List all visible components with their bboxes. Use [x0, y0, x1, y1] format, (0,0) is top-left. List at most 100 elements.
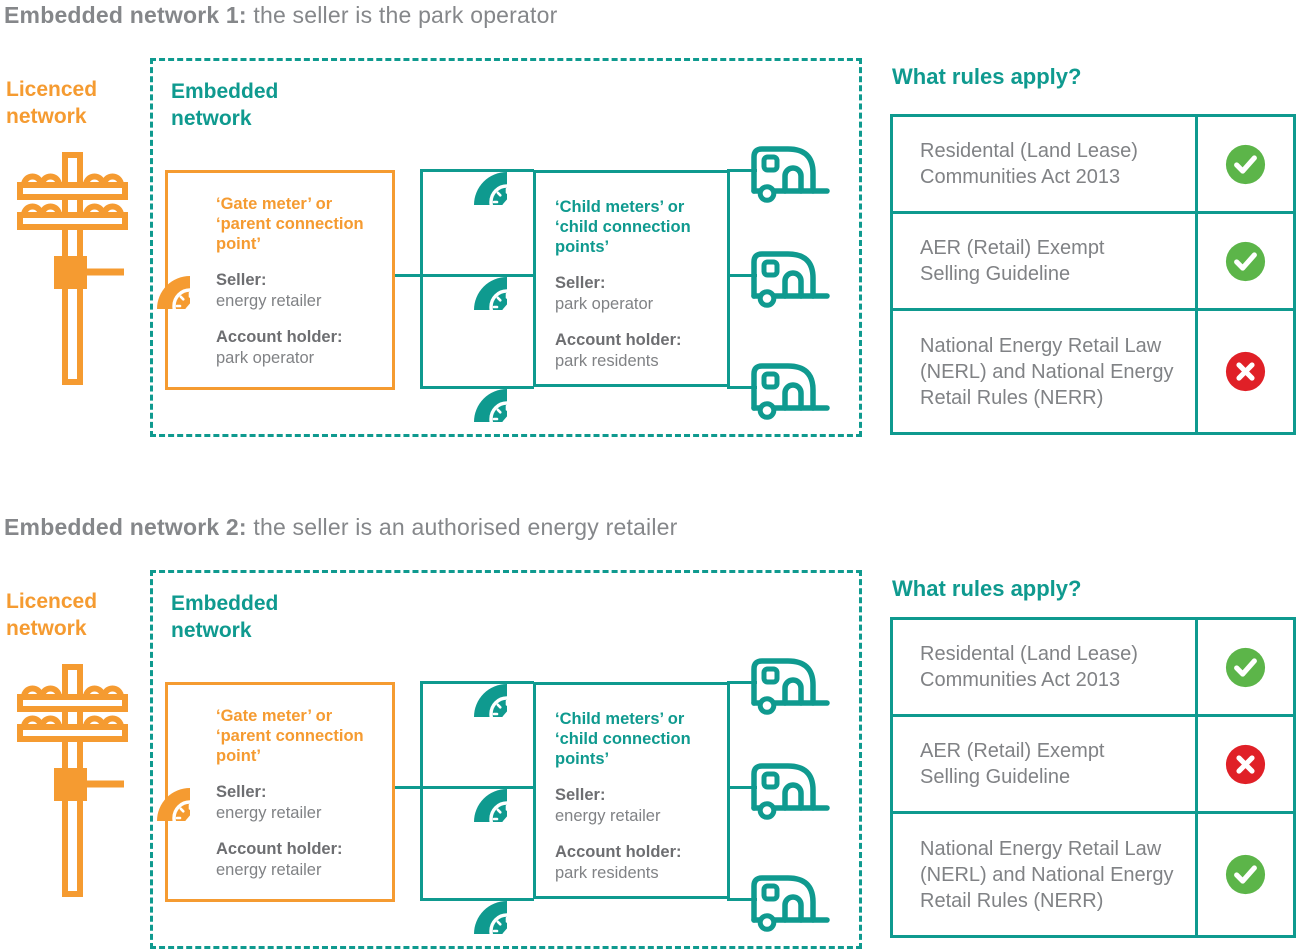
seller-label: Seller: — [555, 786, 606, 804]
gate-meter-icon — [120, 239, 190, 309]
seller-label: Seller: — [216, 783, 267, 801]
child-meters-box: ‘Child meters’ or ‘child connection poin… — [533, 682, 730, 899]
caravan-icon — [747, 142, 831, 204]
rule-text: Residental (Land Lease) Communities Act … — [893, 117, 1198, 211]
branch-line-top — [422, 168, 534, 172]
rule-row: AER (Retail) Exempt Selling Guideline — [893, 714, 1293, 811]
account-holder-value: park residents — [555, 864, 659, 882]
account-holder-label: Account holder: — [216, 328, 343, 346]
seller-value: energy retailer — [216, 292, 322, 310]
diagram-2-title-rest: the seller is an authorised energy retai… — [246, 514, 678, 540]
caravan-icon — [747, 654, 831, 716]
embedded-network-boundary — [150, 570, 862, 949]
account-holder-label: Account holder: — [555, 331, 682, 349]
seller-label: Seller: — [216, 271, 267, 289]
check-cross-icon — [1225, 144, 1266, 184]
diagram-1-title-rest: the seller is the park operator — [246, 2, 558, 28]
seller-pair: Seller: energy retailer — [216, 270, 384, 312]
branch-line-bottom — [422, 385, 534, 389]
embedded-network-1-section: Embedded network 1: the seller is the pa… — [4, 2, 1296, 437]
caravan-stub-top — [727, 680, 757, 684]
rule-row: AER (Retail) Exempt Selling Guideline — [893, 211, 1293, 308]
embedded-network-2-section: Embedded network 2: the seller is an aut… — [0, 512, 1297, 950]
diagram-2-title-bold: Embedded network 2: — [4, 514, 247, 540]
licenced-network-label: Licenced network — [6, 590, 98, 640]
account-holder-pair: Account holder: energy retailer — [216, 839, 384, 881]
diagram-2-title: Embedded network 2: the seller is an aut… — [4, 514, 678, 541]
rule-text: Residental (Land Lease) Communities Act … — [893, 620, 1198, 714]
rule-row: Residental (Land Lease) Communities Act … — [893, 620, 1293, 714]
rule-status-cell — [1198, 117, 1293, 211]
rule-row: Residental (Land Lease) Communities Act … — [893, 117, 1293, 211]
check-cross-icon — [1225, 241, 1266, 281]
check-cross-icon — [1225, 647, 1266, 687]
child-meters-box-title: ‘Child meters’ or ‘child connection poin… — [555, 198, 691, 256]
account-holder-value: energy retailer — [216, 861, 322, 879]
gate-meter-box: ‘Gate meter’ or ‘parent connection point… — [165, 682, 395, 902]
rule-row: National Energy Retail Law (NERL) and Na… — [893, 308, 1293, 432]
rules-heading: What rules apply? — [892, 576, 1082, 601]
branch-line-middle — [422, 785, 534, 789]
account-holder-pair: Account holder: park residents — [555, 842, 721, 884]
caravan-stub-bottom — [727, 897, 757, 901]
child-meters-box-title: ‘Child meters’ or ‘child connection poin… — [555, 710, 691, 768]
branch-line-middle — [422, 273, 534, 277]
rule-row: National Energy Retail Law (NERL) and Na… — [893, 811, 1293, 935]
caravan-icon — [747, 871, 831, 933]
rule-status-cell — [1198, 814, 1293, 935]
rule-text: National Energy Retail Law (NERL) and Na… — [893, 814, 1198, 935]
caravan-icon — [747, 359, 831, 421]
seller-value: energy retailer — [216, 804, 322, 822]
account-holder-label: Account holder: — [216, 840, 343, 858]
power-pole-icon — [12, 664, 137, 899]
account-holder-pair: Account holder: park residents — [555, 330, 721, 372]
account-holder-pair: Account holder: park operator — [216, 327, 384, 369]
caravan-icon — [747, 247, 831, 309]
seller-value: park operator — [555, 295, 654, 313]
seller-pair: Seller: park operator — [555, 273, 721, 315]
diagram-1-title: Embedded network 1: the seller is the pa… — [4, 2, 557, 29]
account-holder-label: Account holder: — [555, 843, 682, 861]
seller-label: Seller: — [555, 274, 606, 292]
check-cross-icon — [1225, 744, 1266, 784]
trunk-line — [420, 680, 423, 901]
gate-meter-box-title: ‘Gate meter’ or ‘parent connection point… — [216, 707, 364, 765]
rule-text: AER (Retail) Exempt Selling Guideline — [893, 214, 1198, 308]
child-meter-icon — [437, 240, 507, 310]
rule-text: National Energy Retail Law (NERL) and Na… — [893, 311, 1198, 432]
trunk-line — [420, 168, 423, 389]
caravan-stub-middle — [727, 273, 757, 277]
embedded-network-label: Embedded network — [171, 592, 279, 642]
check-cross-icon — [1225, 854, 1266, 895]
rules-table: Residental (Land Lease) Communities Act … — [890, 617, 1296, 938]
account-holder-value: park residents — [555, 352, 659, 370]
gate-meter-box-title: ‘Gate meter’ or ‘parent connection point… — [216, 195, 364, 253]
caravan-stub-bottom — [727, 385, 757, 389]
embedded-network-boundary — [150, 58, 862, 437]
gate-to-trunk-line — [395, 273, 423, 277]
rule-status-cell — [1198, 717, 1293, 811]
gate-meter-box: ‘Gate meter’ or ‘parent connection point… — [165, 170, 395, 390]
rule-status-cell — [1198, 214, 1293, 308]
branch-line-bottom — [422, 897, 534, 901]
account-holder-value: park operator — [216, 349, 315, 367]
child-meter-icon — [437, 752, 507, 822]
branch-line-top — [422, 680, 534, 684]
gate-to-trunk-line — [395, 785, 423, 789]
child-meter-icon — [437, 135, 507, 205]
child-meters-box: ‘Child meters’ or ‘child connection poin… — [533, 170, 730, 387]
check-cross-icon — [1225, 351, 1266, 392]
gate-meter-icon — [120, 751, 190, 821]
seller-pair: Seller: energy retailer — [555, 785, 721, 827]
child-meter-icon — [437, 352, 507, 422]
licenced-network-label: Licenced network — [6, 78, 98, 128]
embedded-network-label: Embedded network — [171, 80, 279, 130]
caravan-stub-middle — [727, 785, 757, 789]
rule-status-cell — [1198, 620, 1293, 714]
caravan-icon — [747, 759, 831, 821]
seller-value: energy retailer — [555, 807, 661, 825]
diagram-1-title-bold: Embedded network 1: — [4, 2, 247, 28]
rules-heading: What rules apply? — [892, 64, 1082, 89]
seller-pair: Seller: energy retailer — [216, 782, 384, 824]
caravan-stub-top — [727, 168, 757, 172]
